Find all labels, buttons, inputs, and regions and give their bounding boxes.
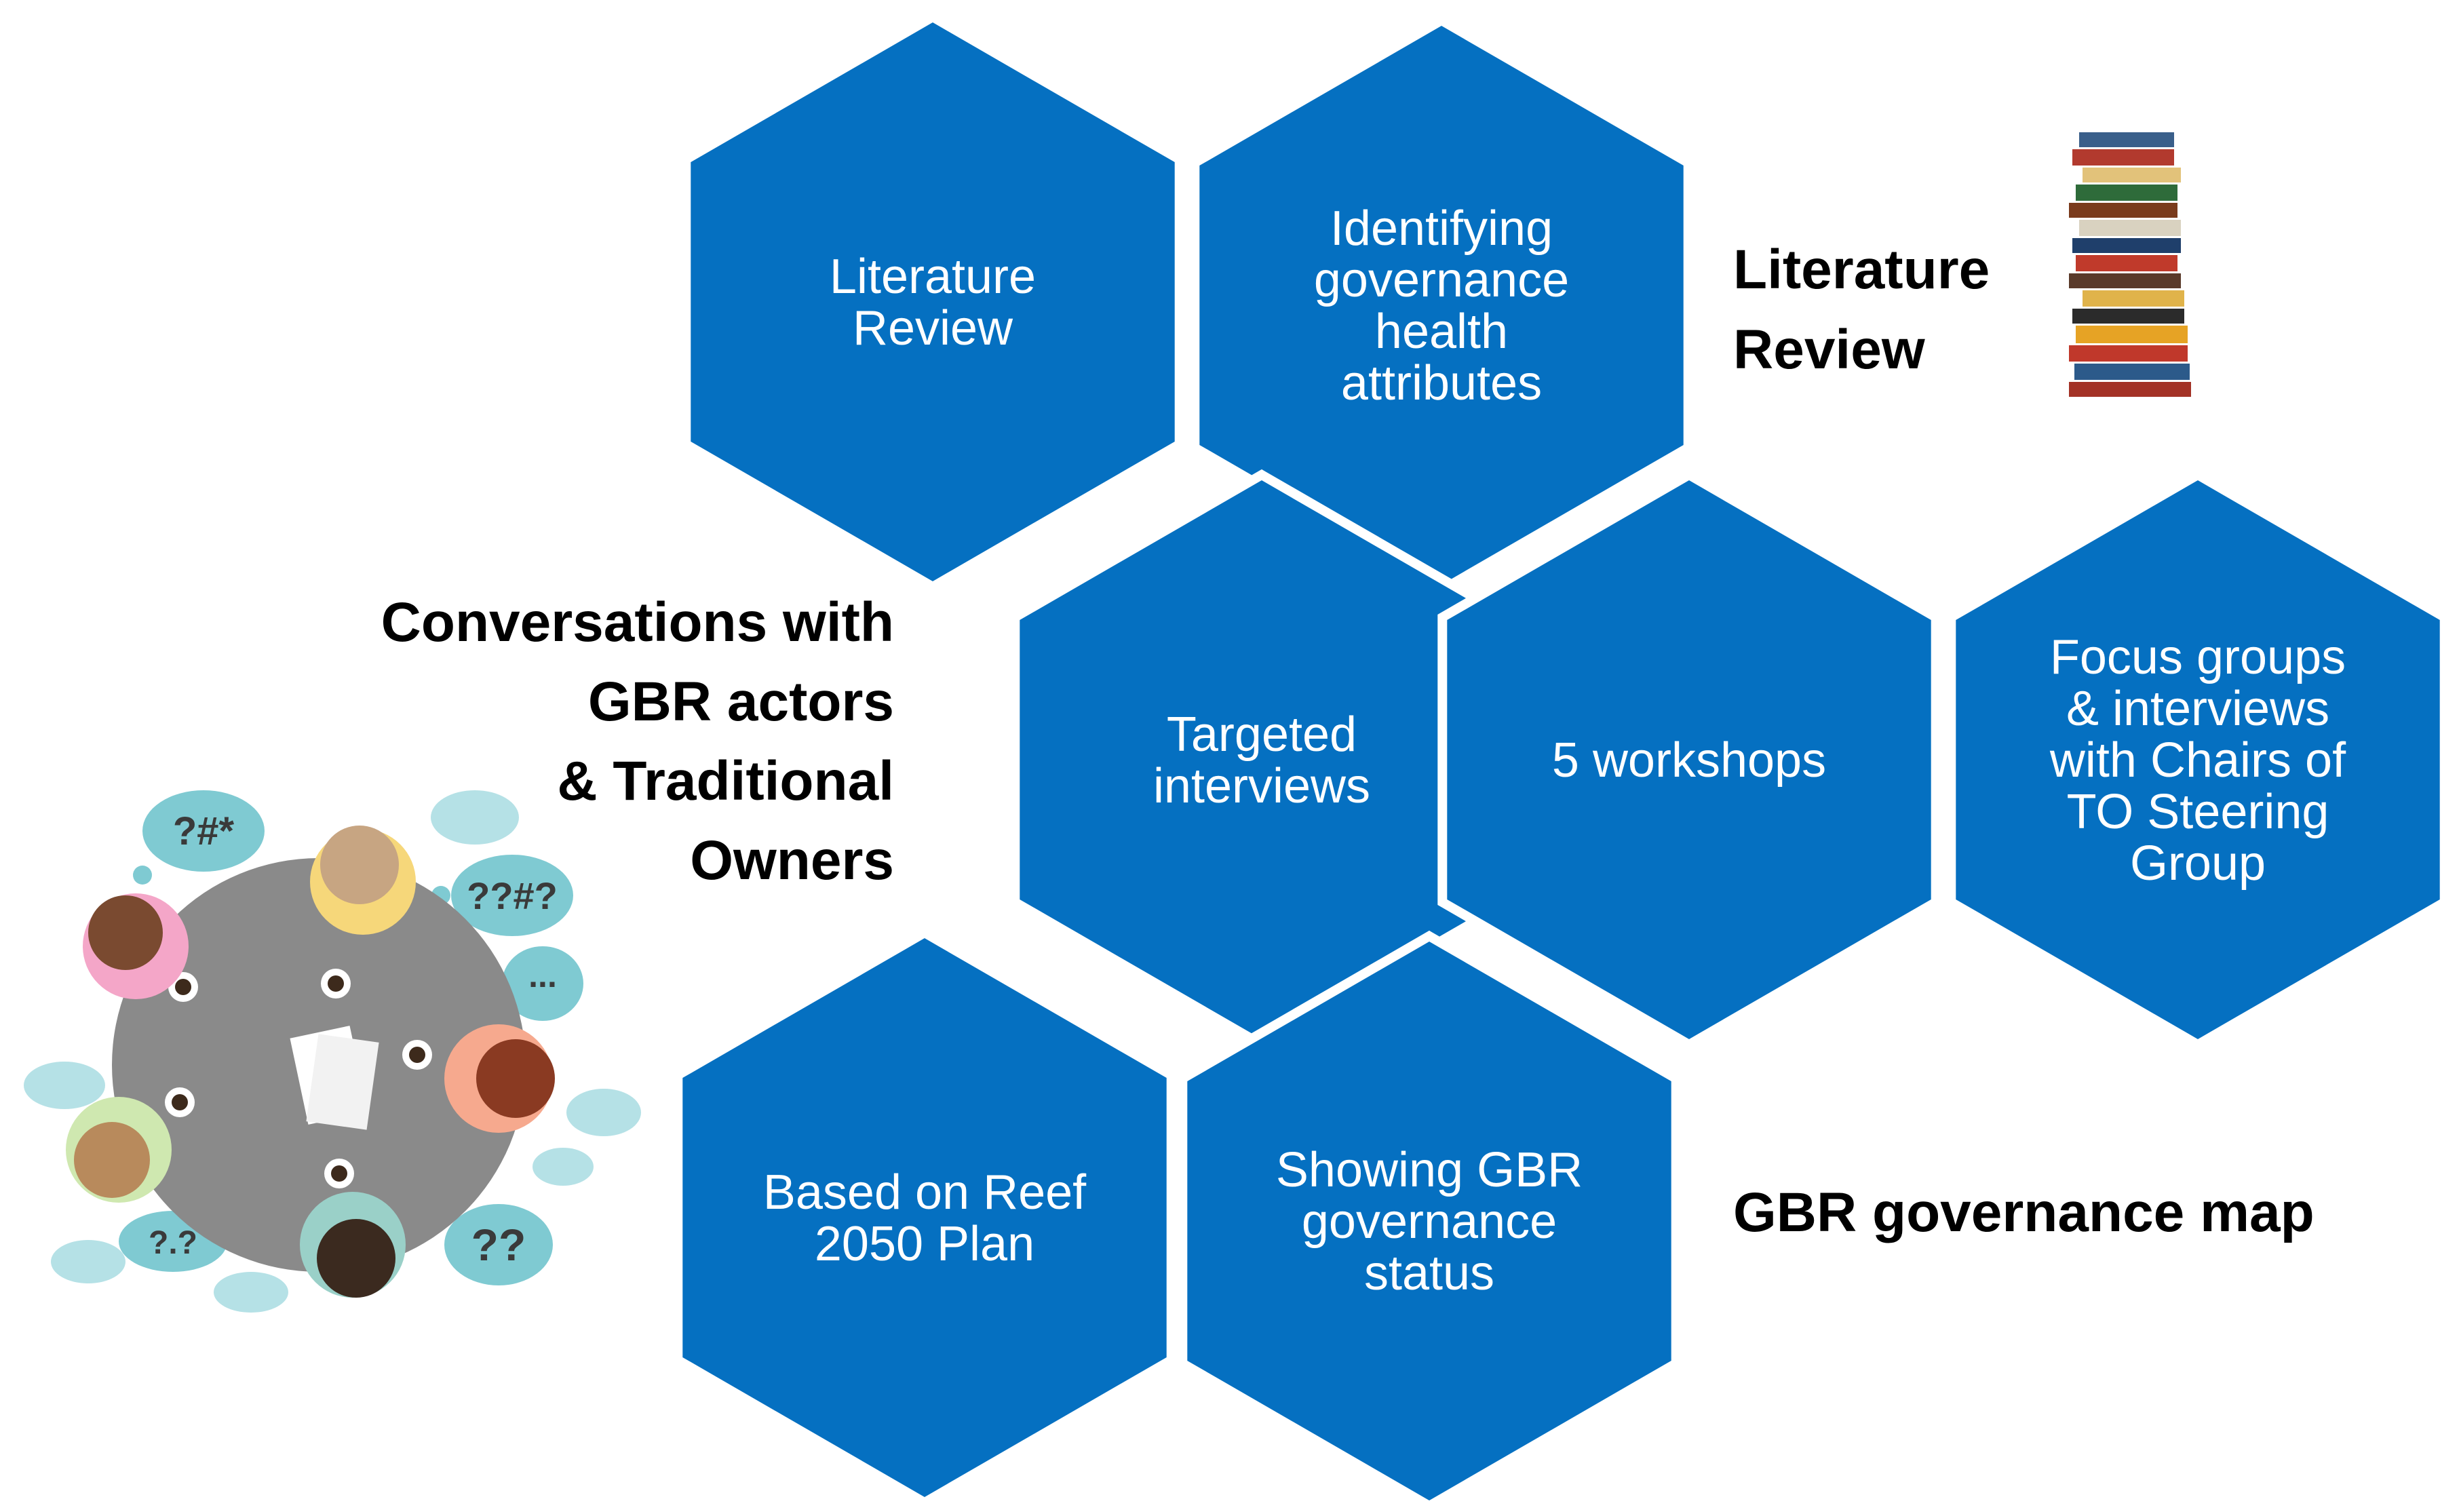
hexagon-label-line: interviews [1153, 759, 1370, 813]
hexagon-shape [1437, 469, 1941, 1051]
speech-bubble [142, 790, 265, 872]
hexagon-shape [681, 11, 1184, 593]
hex-workshops: 5 workshops [1437, 469, 1941, 1051]
hexagon-label-line: Review [853, 301, 1013, 355]
round-table-meeting-icon: ?#* ??#? ... ?.? ?? [24, 790, 641, 1313]
hexagon-label-line: Focus groups [2050, 630, 2346, 684]
hexagon-label-line: Showing GBR [1276, 1143, 1583, 1197]
bubble-text: ?? [471, 1220, 526, 1270]
hexagon-shape [1178, 930, 1681, 1512]
hexagon-label-line: health [1375, 305, 1508, 359]
bubble-text: ??#? [467, 874, 558, 917]
governance-map-label: GBR governance map [1733, 1182, 2315, 1243]
label-line: & Traditional [557, 750, 894, 812]
hexagon-group: LiteratureReviewIdentifyinggovernancehea… [673, 11, 2450, 1512]
hexagon-label-line: Targeted [1167, 707, 1357, 762]
hexagon-label-line: governance [1302, 1195, 1557, 1249]
bubble-text: ... [528, 956, 557, 994]
hexagon-shape [1946, 469, 2450, 1051]
hexagon-label-line: & interviews [2066, 682, 2329, 736]
bubble-text: ?.? [149, 1225, 197, 1261]
bubble-text: ?#* [173, 809, 235, 853]
label-line: Literature [1733, 239, 1990, 301]
hexagon-label-line: TO Steering [2067, 785, 2329, 839]
hexagon-label-line: status [1364, 1246, 1494, 1300]
speech-bubble [451, 855, 573, 936]
hexagon-label-line: 2050 Plan [815, 1217, 1034, 1271]
label-line: Review [1733, 319, 1925, 381]
hexagon-label-line: attributes [1341, 356, 1542, 410]
hexagon-label-line: Literature [830, 250, 1036, 304]
hexagon-label-line: 5 workshops [1552, 733, 1826, 788]
hexagon-label-line: Identifying [1330, 201, 1553, 256]
label-line: GBR actors [588, 671, 894, 733]
label-line: Conversations with [381, 592, 894, 653]
stack-of-books-icon [2069, 132, 2191, 397]
hexagon-label-line: with Chairs of [2049, 733, 2346, 788]
hexagon-label-line: Group [2130, 836, 2266, 891]
speech-bubble [502, 946, 583, 1021]
label-line: GBR governance map [1733, 1182, 2315, 1243]
hexagon-label-line: Based on Reef [763, 1165, 1087, 1220]
hexagon-shape [673, 927, 1176, 1509]
speech-bubble [444, 1204, 553, 1285]
label-line: Owners [690, 830, 894, 891]
hexagon-label-line: governance [1314, 253, 1569, 307]
